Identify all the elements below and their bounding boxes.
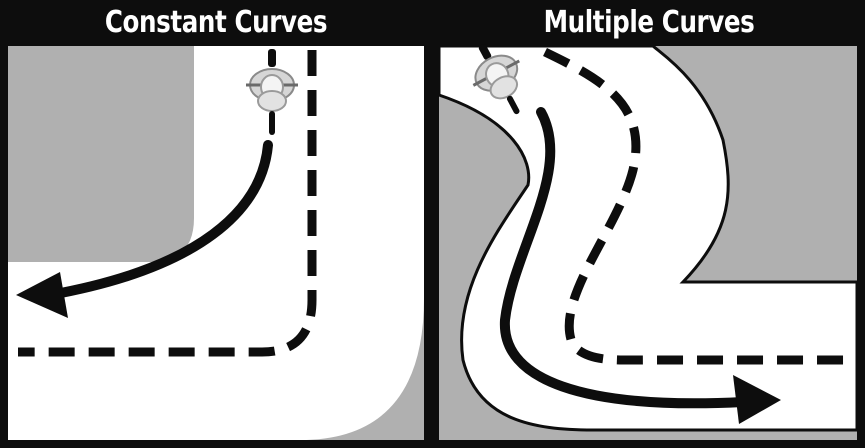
top-border <box>439 40 857 46</box>
multiple-curves-scene <box>433 0 865 448</box>
constant-curves-scene <box>0 0 432 448</box>
panel-constant-curves: Constant Curves <box>0 0 432 448</box>
panel-multiple-curves: Multiple Curves <box>433 0 865 448</box>
